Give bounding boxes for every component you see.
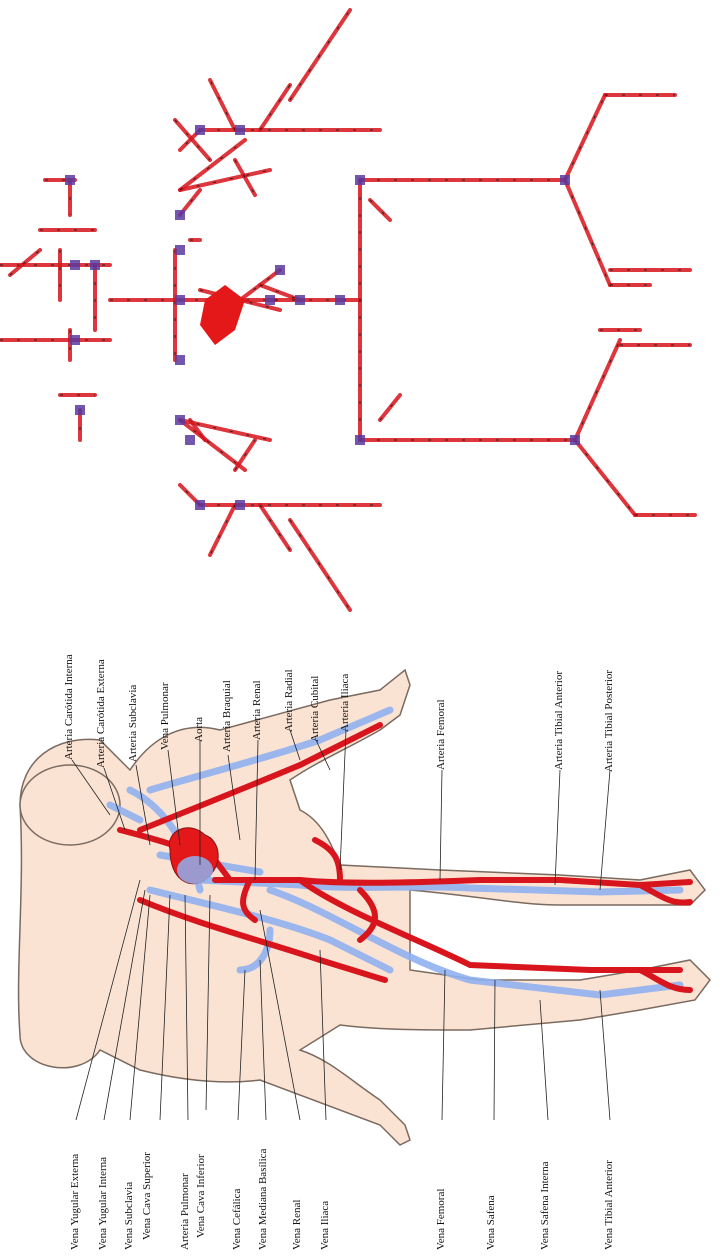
network-node xyxy=(570,435,580,445)
network-node xyxy=(195,125,205,135)
network-vessel-segment xyxy=(210,80,235,130)
network-node xyxy=(70,335,80,345)
lung-vessel-shape xyxy=(177,856,213,884)
network-node xyxy=(235,500,245,510)
head-shape xyxy=(20,765,120,845)
network-vessel-segment xyxy=(260,505,290,550)
label-arteria-subclavia: Arteria Subclavia xyxy=(128,685,139,762)
network-vessel-segment xyxy=(370,200,390,220)
network-node xyxy=(175,355,185,365)
network-heart-shape xyxy=(200,285,245,345)
network-node xyxy=(175,295,185,305)
network-vessel-segment xyxy=(575,440,635,515)
label-arteria-tibial-anterior: Arteria Tibial Anterior xyxy=(554,671,565,770)
label-arteria-femoral: Arteria Femoral xyxy=(436,699,447,770)
network-node xyxy=(335,295,345,305)
label-leader-line xyxy=(440,770,442,880)
network-vessel-segment xyxy=(290,10,350,100)
label-arteria-tibial-posterior: Arteria Tibial Posterior xyxy=(604,670,615,772)
label-arteria-cubital: Arteria Cubital xyxy=(310,676,321,742)
label-vena-mediana-basilica: Vena Mediana Basílica xyxy=(258,1149,269,1250)
network-vessel-segment xyxy=(575,340,620,440)
label-vena-yugular-interna: Vena Yugular Interna xyxy=(98,1157,109,1250)
network-node xyxy=(175,210,185,220)
label-vena-iliaca: Vena Iliaca xyxy=(320,1201,331,1250)
network-node xyxy=(70,260,80,270)
label-arteria-braquial: Arteria Braquial xyxy=(222,680,233,752)
label-vena-cava-superior: Vena Cava Superior xyxy=(142,1152,153,1240)
label-vena-yugular-externa: Vena Yugular Externa xyxy=(70,1154,81,1250)
network-node xyxy=(235,125,245,135)
label-arteria-renal: Arteria Renal xyxy=(252,680,263,740)
network-vessel-segment xyxy=(260,85,290,130)
label-vena-subclavia: Vena Subclavia xyxy=(124,1182,135,1250)
network-node xyxy=(355,435,365,445)
label-arteria-carotida-externa: Arteria Carótida Externa xyxy=(96,659,107,768)
label-arteria-iliaca: Arteria Iliaca xyxy=(340,674,351,732)
network-node xyxy=(175,245,185,255)
label-arteria-carotida-interna: Arteria Carótida Interna xyxy=(64,654,75,760)
label-leader-line xyxy=(555,770,560,885)
network-node xyxy=(275,265,285,275)
network-node xyxy=(355,175,365,185)
circulatory-network-graph xyxy=(0,0,723,640)
label-vena-safena: Vena Safena xyxy=(486,1195,497,1250)
network-node xyxy=(265,295,275,305)
label-vena-pulmonar: Vena Pulmonar xyxy=(160,682,171,750)
label-arteria-radial: Arteria Radial xyxy=(284,669,295,732)
network-node xyxy=(75,405,85,415)
label-vena-cefalica: Vena Cefálica xyxy=(232,1189,243,1250)
network-node xyxy=(295,295,305,305)
label-arteria-pulmonar: Arteria Pulmonar xyxy=(180,1173,191,1250)
network-vessel-segment xyxy=(565,95,605,180)
network-node xyxy=(90,260,100,270)
label-vena-safena-interna: Vena Safena Interna xyxy=(540,1161,551,1250)
network-node xyxy=(560,175,570,185)
network-node xyxy=(195,500,205,510)
label-aorta: Aorta xyxy=(194,717,205,742)
network-vessel-segment xyxy=(290,520,350,610)
label-vena-renal: Vena Renal xyxy=(292,1200,303,1250)
network-vessel-segment xyxy=(210,505,235,555)
label-vena-femoral: Vena Femoral xyxy=(436,1189,447,1250)
network-node xyxy=(175,415,185,425)
label-vena-tibial-anterior: Vena Tibial Anterior xyxy=(604,1160,615,1250)
label-vena-cava-inferior: Vena Cava Inferior xyxy=(196,1154,207,1238)
network-node xyxy=(65,175,75,185)
network-node xyxy=(185,435,195,445)
label-leader-line xyxy=(600,770,610,890)
network-vessel-segment xyxy=(380,395,400,420)
